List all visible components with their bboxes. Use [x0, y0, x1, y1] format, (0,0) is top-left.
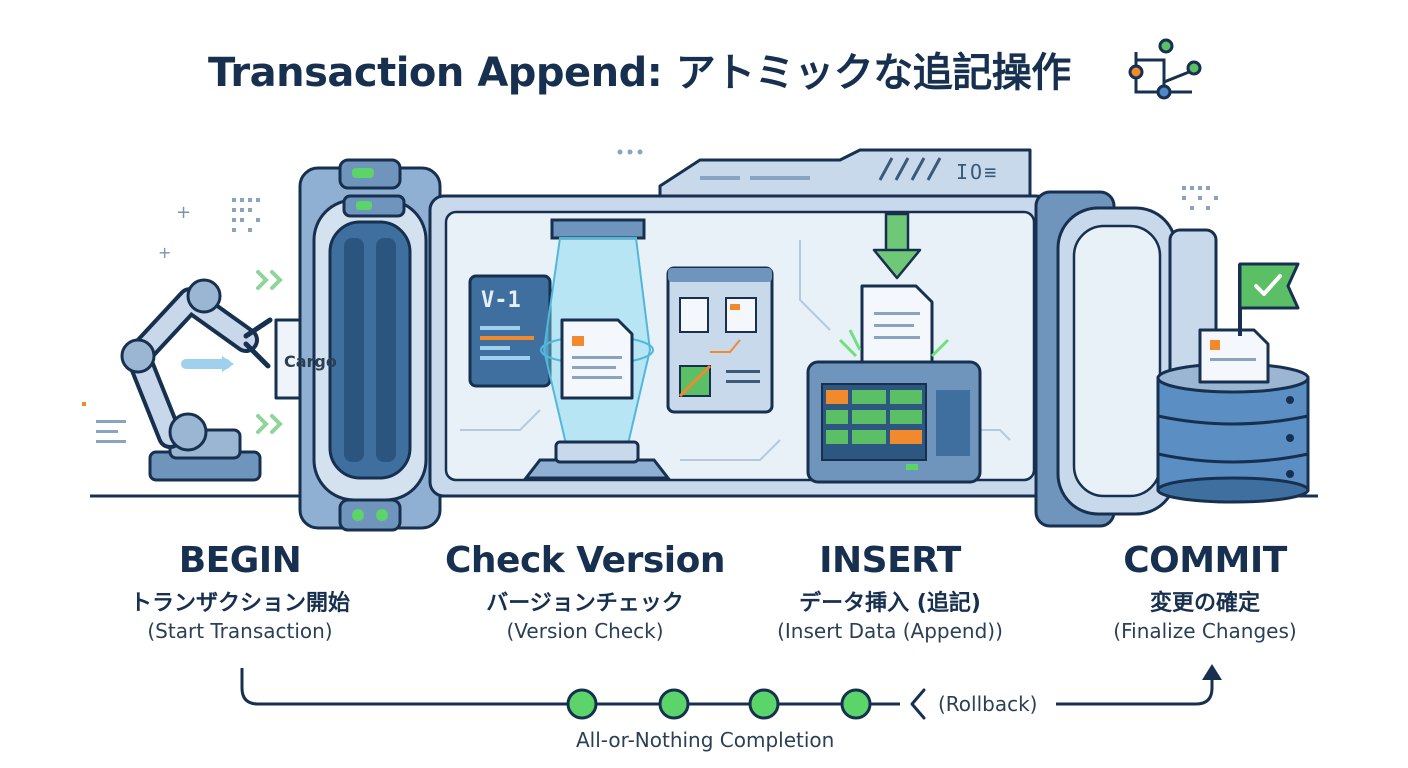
step-en-label: (Insert Data (Append)) [777, 619, 1003, 643]
step-en-label: (Version Check) [506, 619, 664, 643]
svg-text:+: + [176, 202, 191, 223]
rollback-label: (Rollback) [938, 692, 1038, 716]
timeline-dot [840, 688, 872, 720]
robot-arm-icon [120, 278, 273, 482]
timeline-dot [658, 688, 690, 720]
version-label: V-1 [481, 288, 521, 313]
completion-timeline [240, 664, 1222, 720]
success-flag-icon [1238, 262, 1300, 336]
rollback-chevron-icon [910, 688, 926, 720]
cargo-label: Cargo [284, 352, 337, 371]
step-commit: COMMIT 変更の確定 (Finalize Changes) [1080, 540, 1330, 643]
step-en-label: (Finalize Changes) [1113, 619, 1297, 643]
step-title: INSERT [819, 540, 961, 581]
committed-document-icon [1198, 328, 1270, 384]
decor-marks: + + [82, 149, 1218, 443]
step-title: Check Version [445, 540, 725, 581]
step-jp-label: 変更の確定 [1149, 591, 1260, 616]
step-en-label: (Start Transaction) [147, 619, 333, 643]
panel-code-label: IO≡ [956, 160, 999, 184]
database-icon [1156, 362, 1310, 504]
step-jp-label: バージョンチェック [486, 591, 684, 616]
timeline-dot [748, 688, 780, 720]
completion-label: All-or-Nothing Completion [576, 728, 835, 752]
transaction-chamber [298, 148, 1052, 532]
step-jp-label: トランザクション開始 [129, 591, 350, 616]
step-jp-label: データ挿入 (追記) [799, 591, 981, 616]
commit-arrow-icon [1202, 664, 1222, 680]
step-title: COMMIT [1123, 540, 1287, 581]
step-check-version: Check Version バージョンチェック (Version Check) [440, 540, 730, 643]
page-title: Transaction Append: アトミックな追記操作 [208, 50, 1071, 96]
svg-text:+: + [158, 243, 171, 262]
motion-arrows-icon [256, 270, 283, 434]
exit-door [1034, 190, 1218, 528]
timeline-dot [566, 688, 598, 720]
scanned-document-icon [560, 318, 634, 400]
step-title: BEGIN [178, 540, 302, 581]
step-begin: BEGIN トランザクション開始 (Start Transaction) [110, 540, 370, 643]
insert-document-icon [860, 284, 934, 370]
flowchart-icon [1128, 38, 1202, 100]
step-insert: INSERT データ挿入 (追記) (Insert Data (Append)) [760, 540, 1020, 643]
